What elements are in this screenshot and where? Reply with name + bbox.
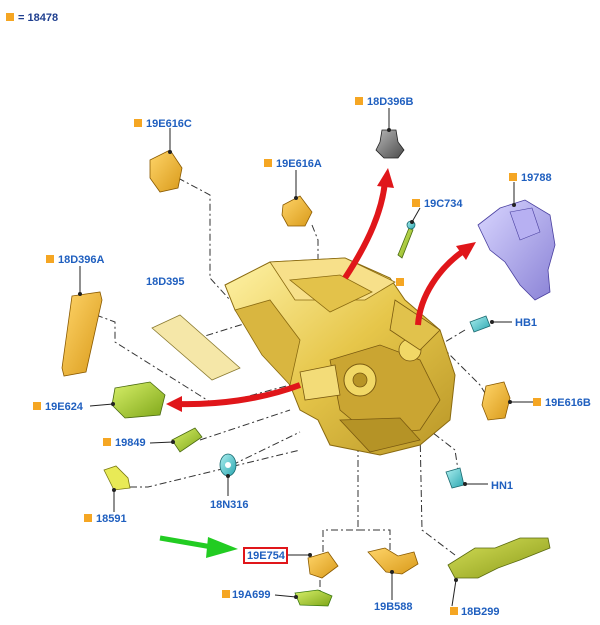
- green-arrow: [159, 535, 238, 558]
- callout-leaders: [78, 108, 536, 607]
- part-18B299: [447, 537, 551, 579]
- part-19B588: [367, 547, 419, 575]
- part-19C734: [397, 220, 416, 259]
- part-19E754: [307, 551, 339, 579]
- callout-18D395[interactable]: 18D395: [146, 276, 185, 288]
- housing-marker: [396, 278, 404, 286]
- callout-19849[interactable]: 19849: [103, 437, 146, 449]
- callout-label[interactable]: 19A699: [232, 589, 271, 601]
- legend: = 18478: [6, 12, 58, 24]
- callout-label[interactable]: 18N316: [210, 499, 249, 511]
- callout-19C734[interactable]: 19C734: [412, 198, 463, 210]
- callout-19B588[interactable]: 19B588: [374, 601, 413, 613]
- highlight-box: [243, 547, 288, 564]
- callout-19E616A[interactable]: 19E616A: [264, 158, 322, 170]
- callout-label[interactable]: HN1: [491, 480, 513, 492]
- callout-label[interactable]: 19B588: [374, 601, 413, 613]
- part-18D395: [151, 314, 241, 381]
- callout-18D396A[interactable]: 18D396A: [46, 254, 105, 266]
- callout-label[interactable]: 19E616B: [545, 397, 591, 409]
- callout-HN1[interactable]: HN1: [491, 480, 513, 492]
- callout-label[interactable]: 18B299: [461, 606, 500, 618]
- callout-label[interactable]: 18D395: [146, 276, 185, 288]
- part-19788: [477, 199, 556, 301]
- hvac-housing-assembly: [224, 257, 456, 456]
- callout-19A699[interactable]: 19A699: [222, 589, 271, 601]
- part-18D396B: [375, 129, 405, 159]
- part-19E624: [111, 381, 166, 419]
- callout-18591[interactable]: 18591: [84, 513, 127, 525]
- callout-19E616B[interactable]: 19E616B: [533, 397, 591, 409]
- legend-text: = 18478: [18, 12, 58, 24]
- part-18591: [103, 465, 131, 491]
- callout-18N316[interactable]: 18N316: [210, 499, 249, 511]
- callout-18B299[interactable]: 18B299: [450, 606, 500, 618]
- callout-label[interactable]: 18591: [96, 513, 127, 525]
- callout-label[interactable]: 19C734: [424, 198, 463, 210]
- callout-label[interactable]: HB1: [515, 317, 537, 329]
- part-HB1: [469, 315, 491, 333]
- part-19E616A: [281, 195, 313, 227]
- callout-label[interactable]: 19E616A: [276, 158, 322, 170]
- callout-19E754[interactable]: 19E754: [243, 547, 288, 564]
- callout-label[interactable]: 19788: [521, 172, 552, 184]
- callout-label[interactable]: 19E624: [45, 401, 84, 413]
- callout-19788[interactable]: 19788: [509, 172, 552, 184]
- part-18D396A: [61, 291, 103, 377]
- part-HN1: [445, 467, 465, 489]
- part-19E616B: [481, 381, 511, 421]
- callout-label[interactable]: 18D396A: [58, 254, 105, 266]
- callout-19E616C[interactable]: 19E616C: [134, 118, 192, 130]
- callout-label[interactable]: 19849: [115, 437, 146, 449]
- callout-label[interactable]: 18D396B: [367, 96, 414, 108]
- red-arrows: [166, 168, 476, 412]
- legend-marker: [6, 13, 14, 21]
- part-18N316: [219, 453, 237, 477]
- part-19A699: [294, 589, 333, 607]
- callout-label[interactable]: 19E616C: [146, 118, 192, 130]
- callout-18D396B[interactable]: 18D396B: [355, 96, 414, 108]
- callout-label[interactable]: 19E754: [247, 550, 286, 562]
- part-19E616C: [149, 149, 183, 193]
- callout-HB1[interactable]: HB1: [515, 317, 537, 329]
- part-19849: [171, 427, 203, 453]
- callout-19E624[interactable]: 19E624: [33, 401, 84, 413]
